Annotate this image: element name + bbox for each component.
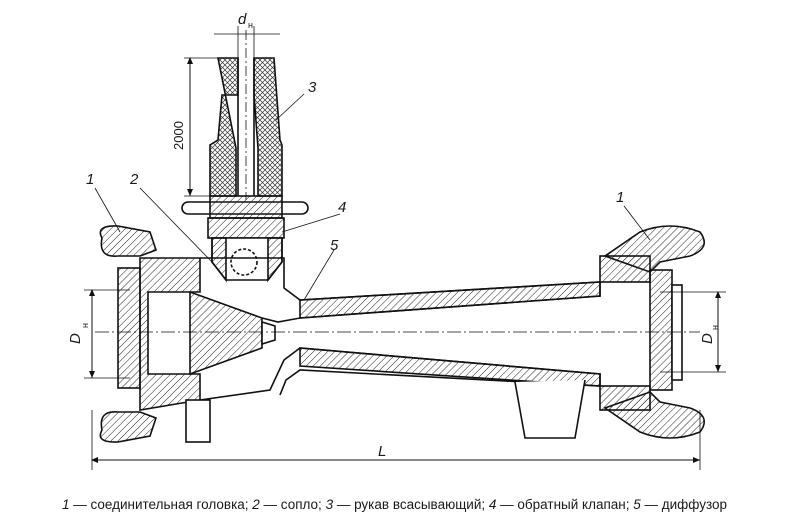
legend-num-4: 4 [488, 497, 497, 512]
check-valve [207, 217, 285, 283]
legend-num-5: 5 [633, 497, 641, 512]
legend-text-4: — обратный клапан; [496, 497, 634, 512]
legend-num-3: 3 [325, 497, 334, 512]
dim-length-label: L [378, 443, 386, 460]
dim-D-right-label: D [699, 333, 716, 344]
callout-1-right: 1 [616, 189, 624, 206]
legend-caption: 1 — соединительная головка; 2 — сопло; 3… [0, 497, 789, 512]
legend-num-2: 2 [252, 497, 260, 512]
dim-D-right-sub: н [710, 325, 720, 330]
legend-num-1: 1 [61, 497, 70, 512]
dim-D-left-sub: н [80, 323, 90, 328]
legend-text-1: — соединительная головка; [69, 497, 253, 512]
callout-1-left: 1 [86, 171, 94, 188]
callout-2: 2 [129, 171, 139, 188]
dim-d-sub: н [248, 20, 253, 30]
ejector-body [99, 225, 601, 443]
right-coupling-head [599, 225, 706, 439]
callout-5: 5 [330, 237, 339, 254]
dim-d-label: d [238, 11, 247, 28]
dim-D-left-label: D [67, 333, 84, 344]
legend-text-5: — диффузор [640, 497, 728, 512]
legend-text-3: — рукав всасывающий; [333, 497, 489, 512]
dim-hose-length: 2000 [171, 121, 186, 150]
suction-hose [181, 30, 309, 219]
callout-4: 4 [338, 199, 346, 216]
legend-text-2: — сопло; [259, 497, 326, 512]
callout-3: 3 [308, 79, 317, 96]
